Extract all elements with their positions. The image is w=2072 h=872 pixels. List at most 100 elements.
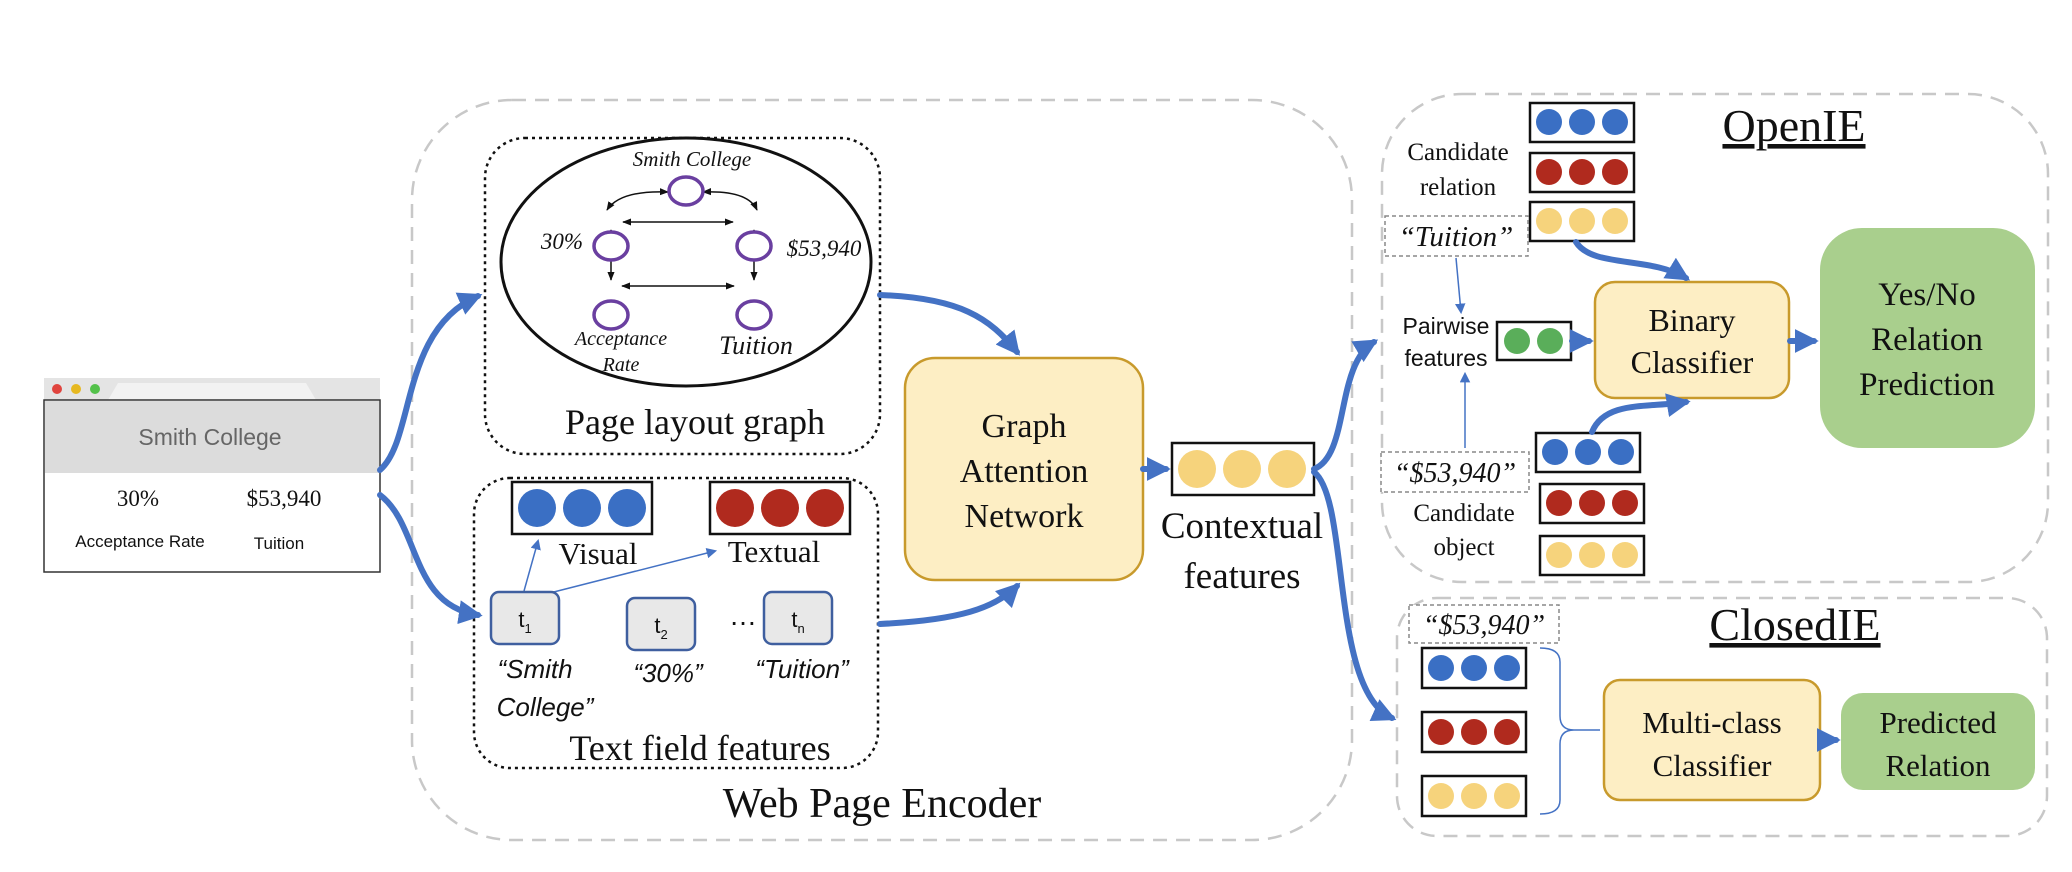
- closedie-value-quote-box: [1408, 604, 1560, 644]
- token-ellipsis: …: [729, 600, 757, 631]
- browser-window: Smith College 30% $53,940 Acceptance Rat…: [43, 378, 381, 573]
- candidate-object-label-2: object: [1433, 534, 1494, 561]
- svg-text:t2: t2: [654, 613, 667, 642]
- field-text-smith: “Smith: [497, 654, 572, 684]
- closedie-dot-yellow: [1428, 783, 1454, 809]
- web-page-encoder-title: Web Page Encoder: [723, 781, 1042, 827]
- closedie-title: ClosedIE: [1709, 599, 1880, 650]
- yes-no-prediction-box: [1820, 228, 2035, 448]
- node-label-30: 30%: [540, 229, 583, 254]
- token-t1-base: t: [518, 607, 524, 632]
- browser-tab: [108, 383, 316, 400]
- svg-text:tn: tn: [791, 607, 804, 636]
- multiclass-line-2: Classifier: [1653, 748, 1772, 783]
- contextual-dot: [1268, 450, 1306, 488]
- contextual-to-closedie-arrow: [1311, 469, 1397, 721]
- svg-text:t1: t1: [518, 607, 531, 636]
- openie-region: [1380, 92, 2050, 584]
- closedie-dot-blue: [1494, 655, 1520, 681]
- acceptance-label: Acceptance Rate: [75, 532, 204, 551]
- textual-dot: [716, 489, 754, 527]
- field-text-tuition: “Tuition”: [755, 654, 850, 684]
- object-dot-red: [1579, 490, 1605, 516]
- graph-node-acceptance-rate: [592, 299, 630, 331]
- browser-to-layout-graph-arrow: [377, 292, 483, 473]
- browser-title: Smith College: [138, 424, 281, 450]
- visual-dot: [518, 489, 556, 527]
- token-tn: [762, 590, 834, 646]
- closedie-dot-red: [1428, 719, 1454, 745]
- text-field-caption: Text field features: [569, 728, 830, 768]
- node-label-53940: $53,940: [787, 236, 862, 261]
- maximize-dot-icon: [90, 384, 100, 394]
- closedie-dot-blue: [1428, 655, 1454, 681]
- visual-dot: [563, 489, 601, 527]
- tuition-label: Tuition: [254, 534, 304, 553]
- relation-dot-blue: [1602, 109, 1628, 135]
- graph-edge-smith-53940: [702, 188, 758, 211]
- relation-dot-blue: [1536, 109, 1562, 135]
- browser-to-text-fields-arrow: [377, 492, 483, 625]
- contextual-dot: [1223, 450, 1261, 488]
- text-field-features: Visual Textual t1 t2 … tn “Smith College…: [472, 476, 880, 770]
- layout-graph-to-gat-arrow: [877, 292, 1020, 356]
- token-t2: [625, 596, 697, 652]
- token-t1: [489, 590, 561, 646]
- binary-classifier-line-1: Binary: [1648, 302, 1735, 338]
- object-dot-yellow: [1546, 542, 1572, 568]
- predicted-relation-box: [1841, 693, 2035, 790]
- multiclass-line-1: Multi-class: [1642, 705, 1782, 740]
- textual-label: Textual: [728, 534, 821, 569]
- field-text-college: College”: [497, 692, 595, 722]
- predicted-relation-line-2: Relation: [1885, 748, 1991, 783]
- relation-to-classifier-arrow: [1573, 239, 1691, 281]
- value-quote-box: [1380, 451, 1530, 493]
- candidate-relation-label-1: Candidate: [1407, 139, 1508, 166]
- value-quote: “$53,940”: [1394, 458, 1516, 489]
- acceptance-value: 30%: [117, 486, 159, 511]
- visual-dot: [608, 489, 646, 527]
- graph-node-smith-college: [667, 175, 705, 207]
- visual-label: Visual: [558, 536, 637, 571]
- token-tn-sub: n: [797, 621, 804, 636]
- closedie-dot-yellow: [1461, 783, 1487, 809]
- relation-dot-blue: [1569, 109, 1595, 135]
- object-dot-yellow: [1579, 542, 1605, 568]
- token-t1-sub: 1: [524, 621, 531, 636]
- field-text-30: “30%”: [633, 658, 704, 688]
- gat-line-3: Network: [965, 498, 1084, 535]
- closedie-dot-yellow: [1494, 783, 1520, 809]
- closedie-value-quote: “$53,940”: [1423, 610, 1545, 641]
- layout-graph-caption: Page layout graph: [565, 402, 825, 442]
- prediction-line-3: Prediction: [1859, 367, 1995, 403]
- node-label-tuition: Tuition: [719, 331, 793, 360]
- text-fields-to-gat-arrow: [877, 582, 1021, 627]
- object-to-classifier-arrow: [1589, 393, 1691, 435]
- binary-classifier-line-2: Classifier: [1631, 344, 1754, 380]
- object-dot-blue: [1608, 439, 1634, 465]
- graph-node-30: [592, 230, 630, 262]
- gat-line-2: Attention: [960, 453, 1088, 490]
- minimize-dot-icon: [71, 384, 81, 394]
- object-dot-blue: [1542, 439, 1568, 465]
- pairwise-dot: [1504, 328, 1530, 354]
- contextual-label-1: Contextual: [1161, 506, 1323, 547]
- contextual-label-2: features: [1183, 556, 1300, 597]
- tuition-quote: “Tuition”: [1399, 221, 1513, 253]
- relation-dot-yellow: [1569, 208, 1595, 234]
- page-layout-graph: Smith College 30% $53,940 Acceptance Rat…: [483, 136, 882, 456]
- closedie-dot-red: [1494, 719, 1520, 745]
- close-dot-icon: [52, 384, 62, 394]
- graph-node-tuition: [735, 299, 773, 331]
- token-to-textual-arrow: [537, 547, 718, 597]
- object-dot-blue: [1575, 439, 1601, 465]
- relation-dot-red: [1602, 159, 1628, 185]
- graph-node-53940: [735, 230, 773, 262]
- layout-graph-ellipse: [499, 136, 873, 388]
- gat-line-1: Graph: [982, 408, 1067, 445]
- prediction-line-2: Relation: [1871, 322, 1983, 358]
- graph-edge-smith-30: [606, 188, 669, 211]
- closedie-region: [1395, 596, 2049, 838]
- pairwise-dot: [1537, 328, 1563, 354]
